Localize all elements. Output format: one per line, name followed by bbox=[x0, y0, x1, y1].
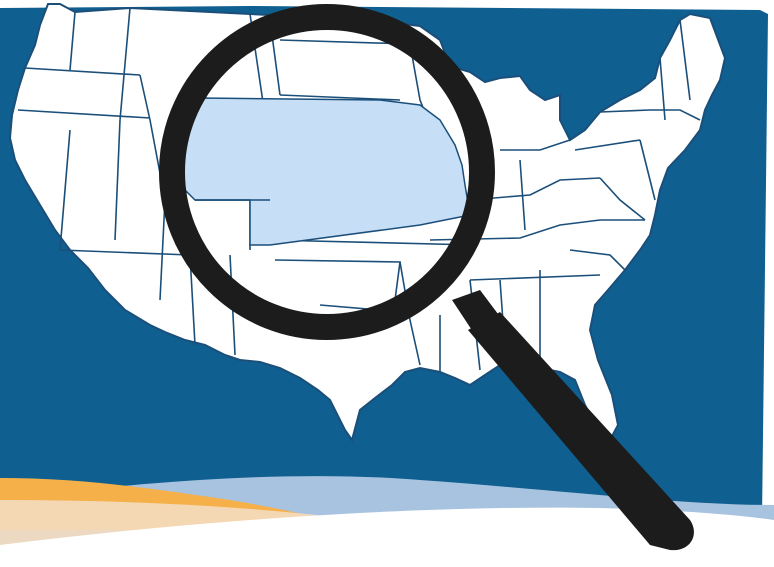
state-border bbox=[599, 109, 701, 121]
state-border bbox=[59, 249, 191, 256]
state-border bbox=[24, 67, 141, 76]
state-border bbox=[469, 274, 601, 281]
state-border bbox=[574, 139, 641, 151]
state-border bbox=[519, 159, 526, 231]
state-border bbox=[409, 319, 421, 366]
state-border bbox=[429, 219, 645, 241]
state-border bbox=[639, 139, 656, 201]
state-border bbox=[469, 177, 601, 201]
wave-white bbox=[0, 507, 774, 567]
state-border bbox=[279, 94, 401, 101]
state-border bbox=[569, 249, 626, 271]
state-border bbox=[599, 177, 646, 221]
state-border bbox=[69, 11, 76, 71]
bottom-waves bbox=[0, 476, 774, 567]
state-border bbox=[114, 119, 121, 241]
magnifier-handle bbox=[468, 312, 694, 551]
state-border bbox=[139, 74, 166, 301]
state-border bbox=[17, 109, 151, 119]
magnifier-lens-ring bbox=[159, 4, 495, 340]
state-border bbox=[679, 19, 691, 101]
state-border bbox=[500, 139, 571, 151]
state-border bbox=[59, 129, 71, 251]
state-border bbox=[119, 7, 131, 121]
magnifying-glass-icon bbox=[159, 4, 694, 551]
magnifier-collar bbox=[452, 290, 510, 350]
